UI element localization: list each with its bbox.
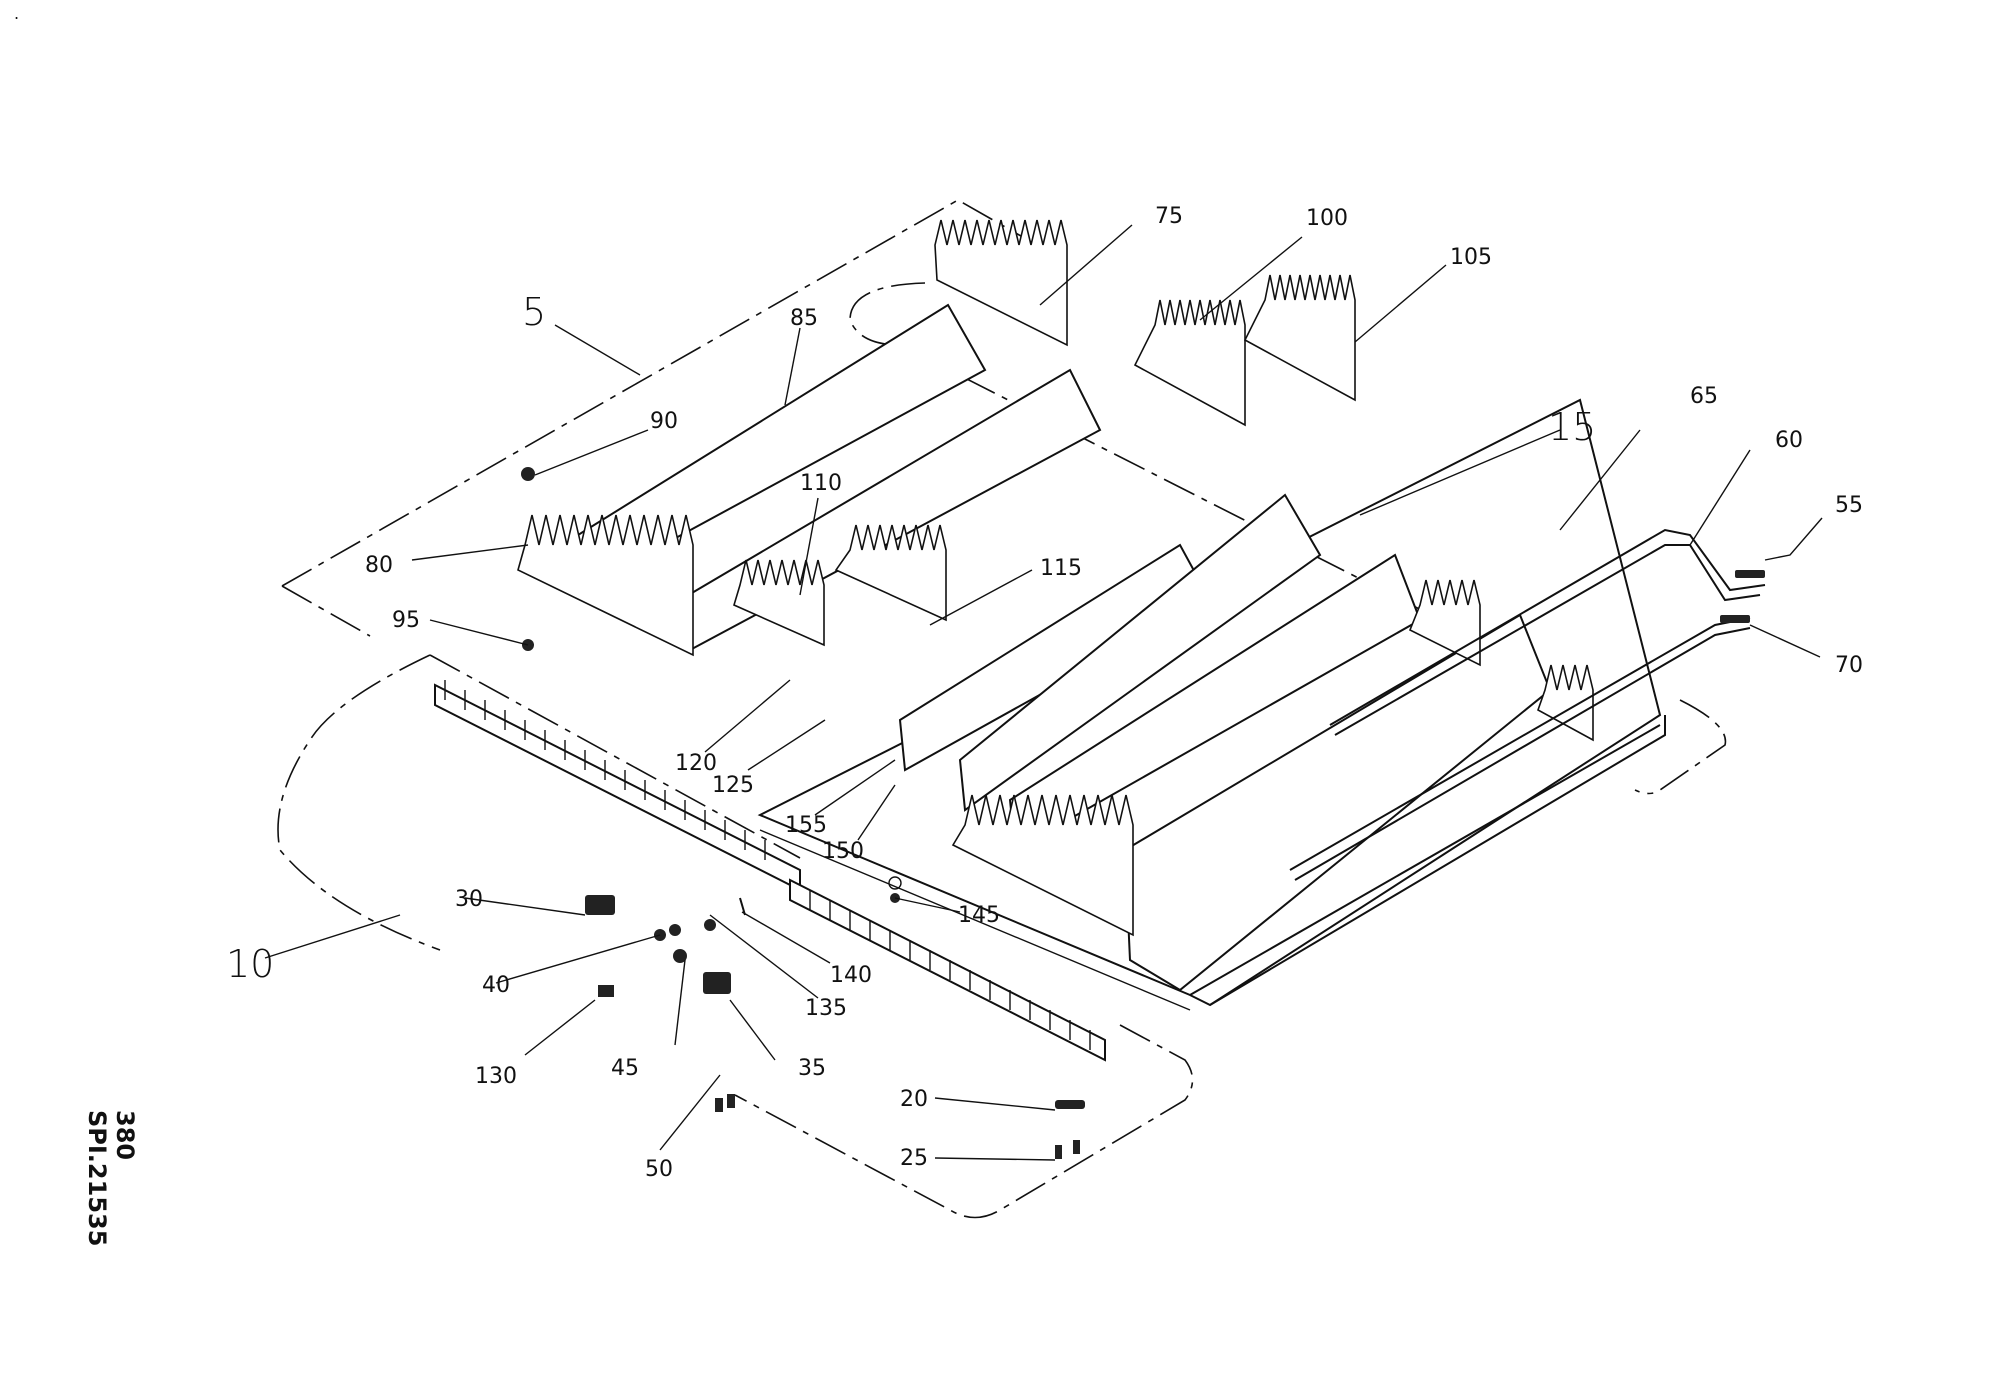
tray-base <box>757 398 1666 1011</box>
callout-45: 45 <box>611 1056 639 1081</box>
callout-25: 25 <box>900 1146 928 1171</box>
hardware <box>521 467 1765 1159</box>
callout-20: 20 <box>900 1087 928 1112</box>
callout-120: 120 <box>675 751 717 776</box>
callout-group-15: 15 <box>1548 405 1596 449</box>
callout-group-10: 10 <box>226 942 274 986</box>
callout-70: 70 <box>1835 653 1863 678</box>
callout-155: 155 <box>785 813 827 838</box>
callout-group-5: 5 <box>522 290 546 334</box>
callout-150: 150 <box>822 839 864 864</box>
group-outline-10 <box>277 654 1194 1219</box>
callout-90: 90 <box>650 409 678 434</box>
callout-145: 145 <box>958 903 1000 928</box>
callout-55: 55 <box>1835 493 1863 518</box>
callouts: 5 10 15 20 25 30 35 40 45 50 55 60 65 70… <box>226 204 1863 1182</box>
callout-50: 50 <box>645 1157 673 1182</box>
callout-140: 140 <box>830 963 872 988</box>
leader-lines <box>264 224 1823 1161</box>
comb-strips <box>517 219 1594 937</box>
callout-85: 85 <box>790 306 818 331</box>
callout-115: 115 <box>1040 556 1082 581</box>
callout-80: 80 <box>365 553 393 578</box>
callout-100: 100 <box>1306 206 1348 231</box>
callout-35: 35 <box>798 1056 826 1081</box>
callout-105: 105 <box>1450 245 1492 270</box>
callout-130: 130 <box>475 1064 517 1089</box>
corner-mark: . <box>14 4 20 23</box>
callout-60: 60 <box>1775 428 1803 453</box>
callout-110: 110 <box>800 471 842 496</box>
callout-30: 30 <box>455 887 483 912</box>
callout-135: 135 <box>805 996 847 1021</box>
callout-125: 125 <box>712 773 754 798</box>
callout-75: 75 <box>1155 204 1183 229</box>
callout-95: 95 <box>392 608 420 633</box>
group-outline-15 <box>849 282 1727 795</box>
callout-40: 40 <box>482 973 510 998</box>
callout-65: 65 <box>1690 384 1718 409</box>
rail-bar <box>434 680 1106 1062</box>
